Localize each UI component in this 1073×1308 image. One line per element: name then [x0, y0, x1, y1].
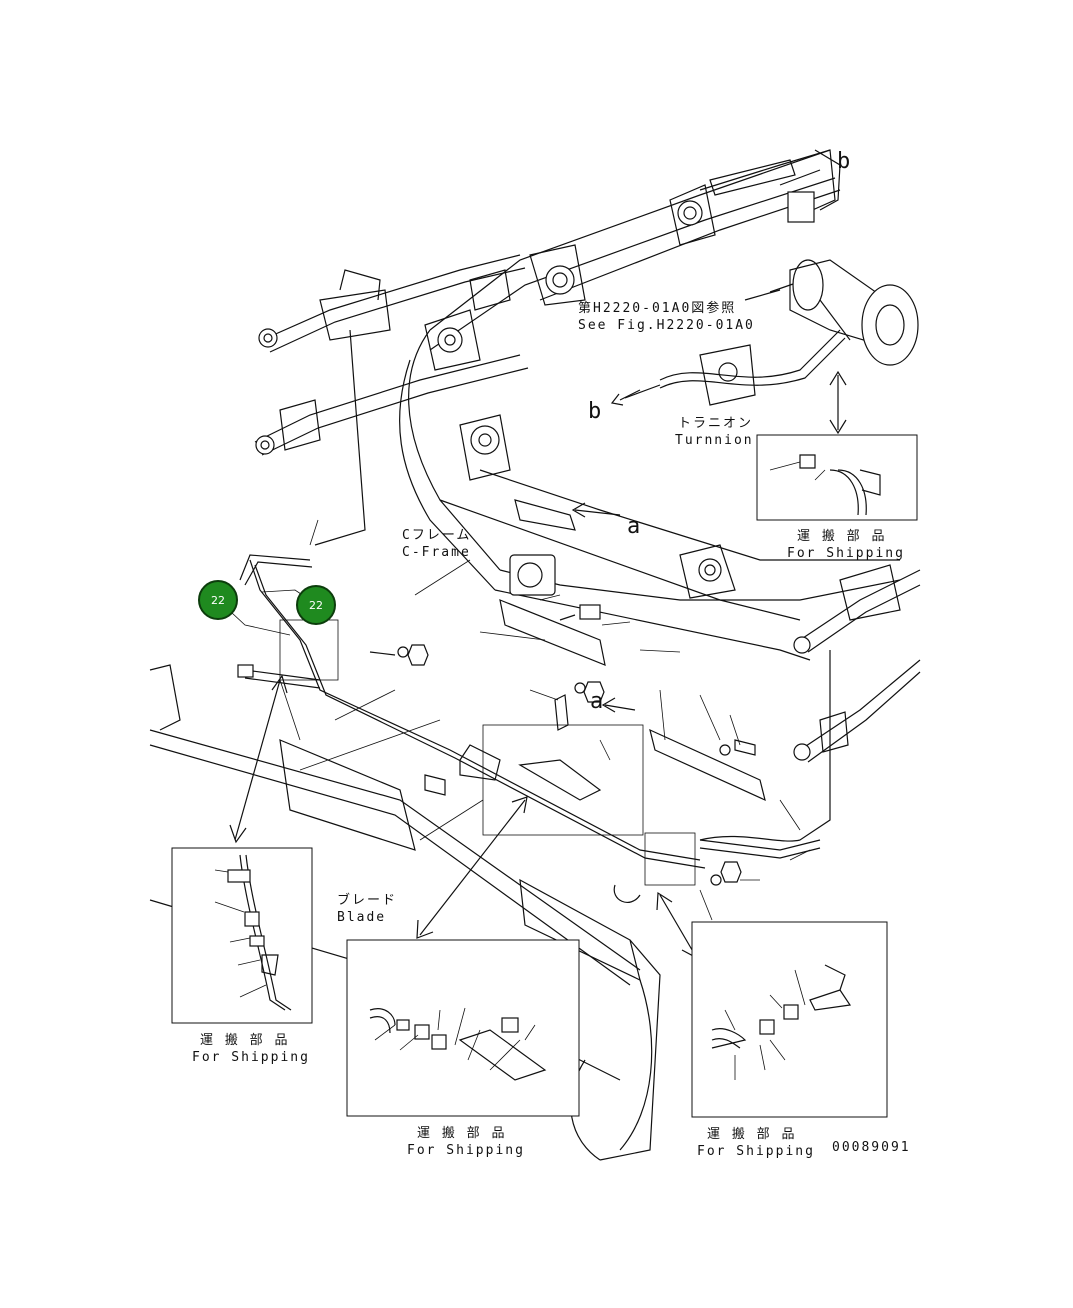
arrows [229, 169, 847, 960]
shipping-label-en-upper-right: For Shipping [787, 546, 905, 561]
c-frame-label-jp: Cフレーム [402, 528, 472, 543]
marker-a-upper: a [627, 514, 641, 539]
loose-parts [237, 599, 766, 903]
upper-left-cylinders [254, 254, 529, 456]
trunnion-assembly [619, 259, 919, 406]
shipping-box-right [691, 921, 888, 1118]
right-cylinder [793, 564, 921, 763]
shipping-label-en-right: For Shipping [697, 1144, 815, 1159]
trunnion-label-en: Turnnion [675, 433, 754, 448]
shipping-box-left [171, 847, 313, 1024]
marker-b-top: b [837, 149, 851, 174]
shipping-box-center [346, 939, 580, 1117]
callout-22-left[interactable]: 22 [198, 580, 238, 620]
leader-lines [217, 519, 811, 921]
marker-b-left: b [588, 399, 602, 424]
shipping-label-en-center: For Shipping [407, 1143, 525, 1158]
detail-frames [279, 619, 696, 886]
c-frame-arm [398, 149, 901, 661]
shipping-label-jp-center: 運 搬 部 品 [417, 1126, 507, 1141]
reference-label-en: See Fig.H2220-01A0 [578, 318, 755, 333]
marker-a-lower: a [590, 689, 604, 714]
callout-22-right[interactable]: 22 [296, 585, 336, 625]
shipping-label-jp-left: 運 搬 部 品 [200, 1033, 290, 1048]
c-frame-label-en: C-Frame [402, 545, 471, 560]
reference-label-jp: 第H2220-01A0図参照 [578, 301, 737, 316]
shipping-label-jp-right: 運 搬 部 品 [707, 1127, 797, 1142]
blade-label-en: Blade [337, 910, 387, 925]
shipping-label-en-left: For Shipping [192, 1050, 310, 1065]
blade-label-jp: ブレード [337, 893, 398, 908]
drawing-number: 00089091 [832, 1140, 911, 1155]
shipping-box-upper-right [756, 434, 918, 521]
shipping-label-jp-upper-right: 運 搬 部 品 [797, 529, 887, 544]
trunnion-label-jp: トラニオン [678, 416, 754, 431]
